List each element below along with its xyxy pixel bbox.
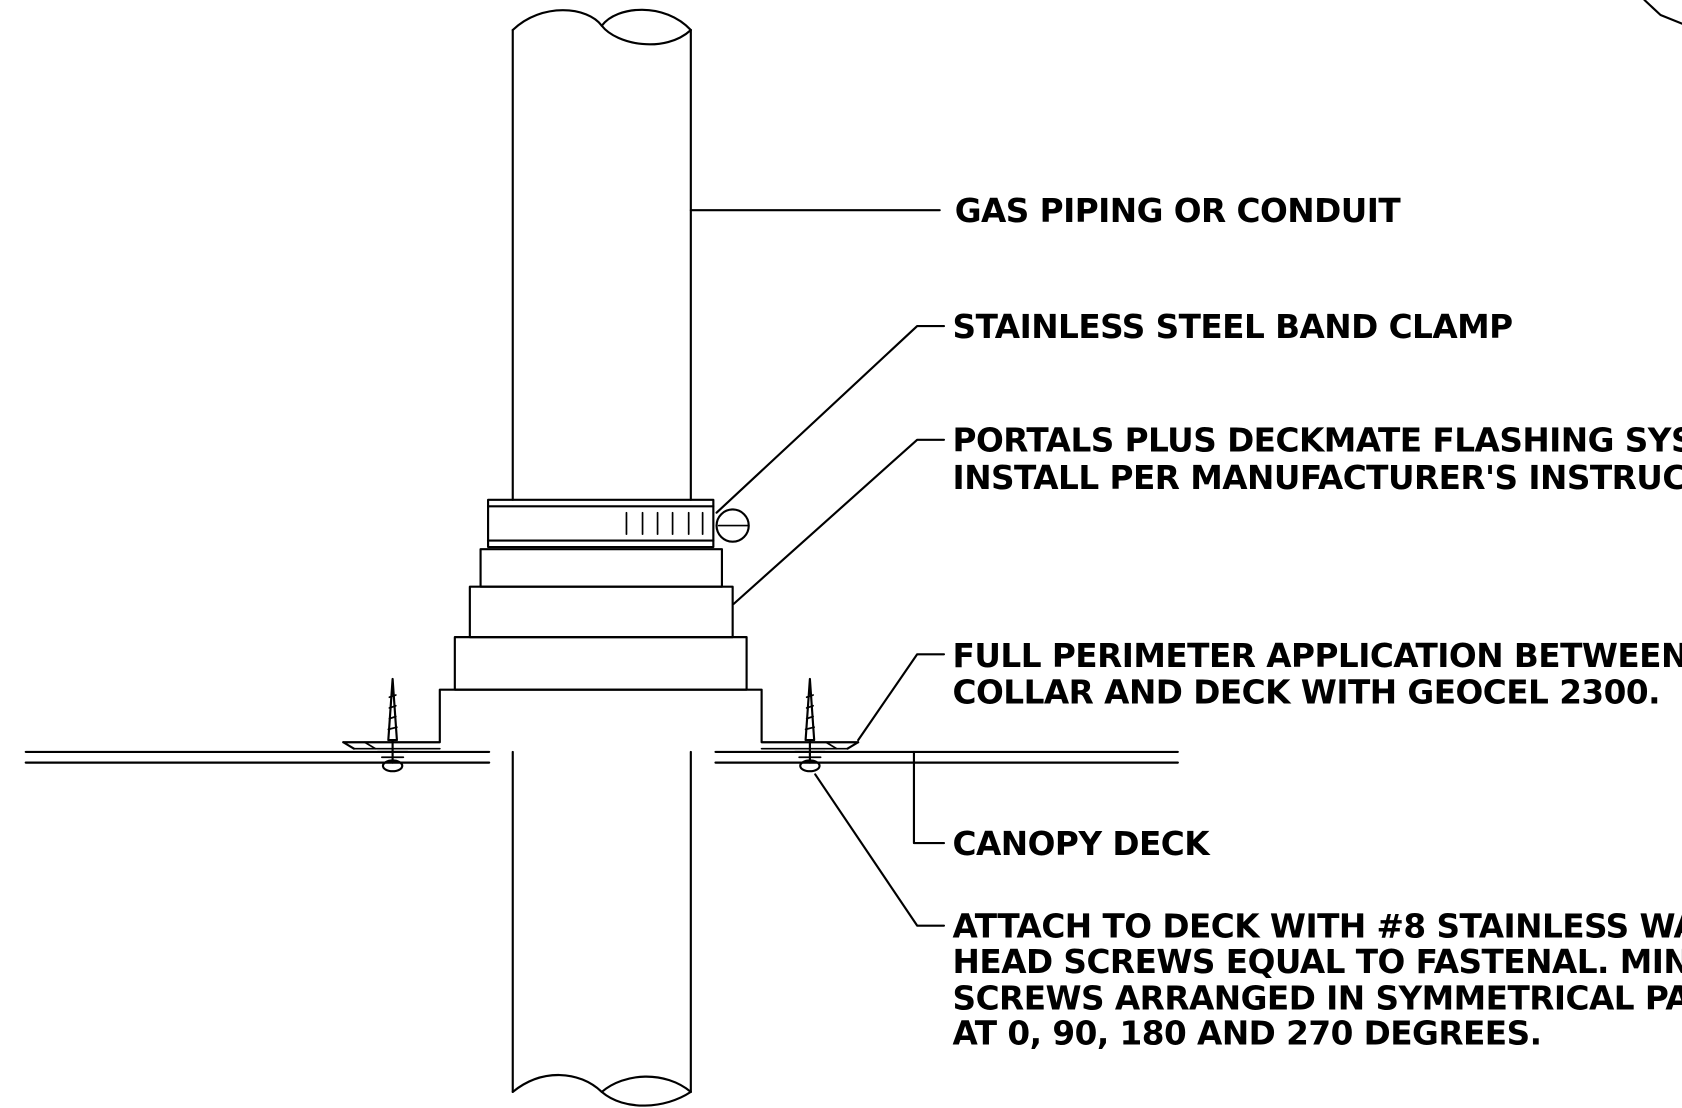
- label-attach-line3: SCREWS ARRANGED IN SYMMETRICAL PATTERN: [953, 979, 1682, 1017]
- leader-canopy-deck: [912, 750, 946, 845]
- screw-left: [376, 677, 409, 773]
- label-attach-line1: ATTACH TO DECK WITH #8 STAINLESS WASHER: [953, 907, 1682, 945]
- label-flashing-line1: PORTALS PLUS DECKMATE FLASHING SYSTEM.: [953, 422, 1682, 460]
- label-gas-piping: GAS PIPING OR CONDUIT: [955, 192, 1402, 230]
- canopy-deck: [24, 750, 1179, 764]
- leader-flashing: [732, 438, 946, 605]
- label-perimeter-line2: COLLAR AND DECK WITH GEOCEL 2300.: [953, 674, 1660, 712]
- callout-labels: GAS PIPING OR CONDUIT STAINLESS STEEL BA…: [953, 192, 1682, 1053]
- label-canopy-deck: CANOPY DECK: [953, 825, 1212, 863]
- pipe-upper: [511, 8, 692, 501]
- label-flashing-line2: INSTALL PER MANUFACTURER'S INSTRUCTIONS.: [953, 459, 1682, 497]
- pipe-lower: [511, 750, 692, 1107]
- label-attach-line4: AT 0, 90, 180 AND 270 DEGREES.: [953, 1015, 1542, 1053]
- band-clamp: [487, 498, 750, 549]
- label-band-clamp: STAINLESS STEEL BAND CLAMP: [953, 308, 1513, 346]
- leader-attach: [814, 773, 946, 927]
- corner-mark: [1643, 0, 1682, 25]
- flashing-boot: [342, 548, 860, 750]
- leader-band-clamp: [715, 324, 946, 514]
- leader-perimeter: [857, 653, 946, 742]
- label-perimeter-line1: FULL PERIMETER APPLICATION BETWEEN BOOT: [953, 637, 1682, 675]
- label-attach-line2: HEAD SCREWS EQUAL TO FASTENAL. MIN 4: [953, 943, 1682, 981]
- screw-right: [793, 677, 826, 773]
- leader-lines: [689, 209, 946, 927]
